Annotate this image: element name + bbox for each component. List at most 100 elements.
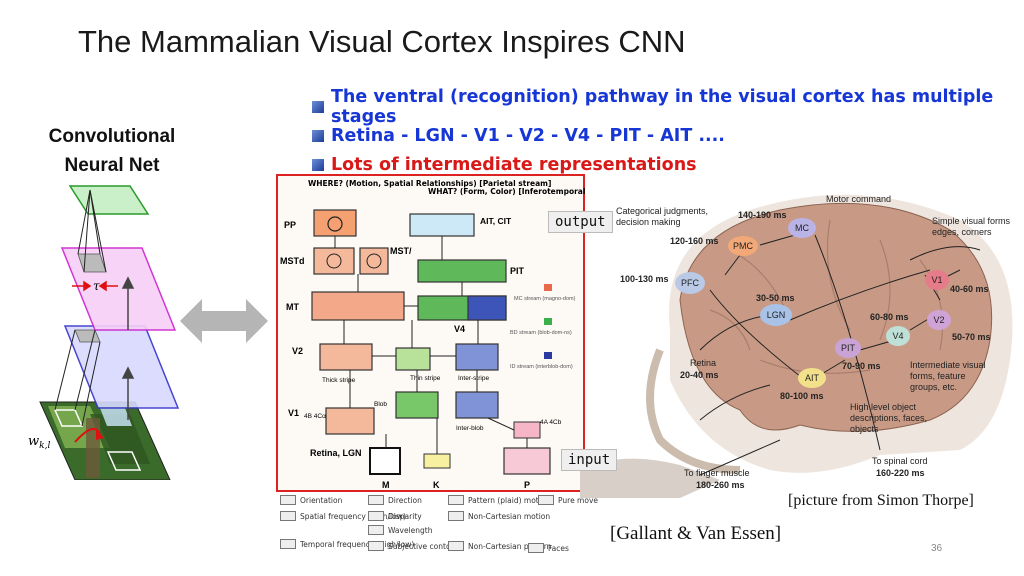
timing-v1: 40-60 ms <box>950 284 989 294</box>
stream-bd: BD stream (blob-dom-ns) <box>510 330 572 336</box>
subjective-contour-icon <box>368 541 384 551</box>
spatial-frequency-icon <box>280 511 296 521</box>
legend-text: Disparity <box>388 511 422 521</box>
plaid-icon <box>448 495 464 505</box>
area-v2: V2 <box>292 346 303 356</box>
label-to-finger: To finger muscle <box>684 468 750 478</box>
cnn-label-line1: Convolutional <box>48 126 176 147</box>
legend-item: Subjective contour <box>368 541 458 551</box>
label-blob: Blob <box>374 401 387 408</box>
disparity-icon <box>368 511 384 521</box>
label-thin-stripe: Thin stripe <box>410 375 441 382</box>
diagram-legend: Orientation Direction Pattern (plaid) mo… <box>278 493 598 573</box>
legend-item: Orientation <box>280 495 342 505</box>
legend-text: Wavelength <box>388 525 433 535</box>
label-p: P <box>524 480 530 490</box>
legend-text: Subjective contour <box>388 541 459 551</box>
credit-thorpe: [picture from Simon Thorpe] <box>788 492 974 509</box>
area-pp: PP <box>284 220 296 230</box>
legend-text: Faces <box>548 543 569 553</box>
timing-pfc: 100-130 ms <box>620 274 669 284</box>
legend-item: Direction <box>368 495 422 505</box>
what-title: WHAT? (Form, Color) [Inferotemporal stre… <box>428 187 587 196</box>
legend-text: Spatial frequency (high/low) <box>300 511 406 521</box>
legend-text: Non-Cartesian pattern <box>468 541 552 551</box>
area-mstd: MSTd <box>280 256 305 266</box>
faces-icon <box>528 543 544 553</box>
legend-item: Temporal frequency (high/low) <box>280 539 414 549</box>
legend-item: Non-Cartesian pattern <box>448 541 551 551</box>
temporal-frequency-icon <box>280 539 296 549</box>
timing-pmc: 120-160 ms <box>670 236 719 246</box>
stream-id: ID stream (interblob-dom) <box>510 364 573 370</box>
area-v4: V4 <box>454 324 465 334</box>
brain-node-v4: V4 <box>886 326 910 346</box>
legend-item: Non-Cartesian motion <box>448 511 550 521</box>
bullet-text: The ventral (recognition) pathway in the… <box>331 86 994 127</box>
timing-retina: 20-40 ms <box>680 370 719 380</box>
legend-text: Temporal frequency (high/low) <box>300 539 415 549</box>
weight-label: wk,l <box>28 434 50 451</box>
legend-text: Pattern (plaid) motion <box>468 495 551 505</box>
green-feature-layer <box>68 185 150 215</box>
label-motor-command: Motor command <box>826 194 892 204</box>
bullet-item: Lots of intermediate representations <box>312 150 1024 179</box>
orientation-icon <box>280 495 296 505</box>
timing-pit: 70-90 ms <box>842 361 881 371</box>
legend-text: Pure move <box>558 495 599 505</box>
area-mt: MT <box>286 302 299 312</box>
pure-move-icon <box>538 495 554 505</box>
brain-node-v1: V1 <box>925 270 949 290</box>
legend-item: Wavelength <box>368 525 433 535</box>
label-thick-stripe: Thick stripe <box>322 377 356 384</box>
magenta-feature-layer <box>60 247 177 331</box>
input-image-layer <box>39 401 171 480</box>
brain-node-v2: V2 <box>927 310 951 330</box>
brain-node-pmc: PMC <box>728 236 758 256</box>
bullet-square-icon <box>312 158 324 171</box>
label-interblob: Inter-blob <box>456 425 484 432</box>
label-k: K <box>433 480 440 490</box>
bullet-square-icon <box>312 129 324 142</box>
legend-item: Pure move <box>538 495 598 505</box>
legend-item: Pattern (plaid) motion <box>448 495 550 505</box>
brain-node-mc: MC <box>788 218 816 238</box>
where-title: WHERE? (Motion, Spatial Relationships) [… <box>308 179 551 188</box>
bullet-text: Lots of intermediate representations <box>331 154 697 175</box>
tau-label: τ <box>93 279 100 293</box>
timing-v2: 50-70 ms <box>952 332 991 342</box>
non-cartesian-pattern-icon <box>448 541 464 551</box>
brain-node-lgn: LGN <box>760 304 792 326</box>
visual-pathway-diagram: WHERE? (Motion, Spatial Relationships) [… <box>276 174 587 492</box>
label-4a-4cb: 4A 4Cb <box>540 419 562 426</box>
timing-ait: 80-100 ms <box>780 391 824 401</box>
legend-item: Spatial frequency (high/low) <box>280 511 406 521</box>
brain-node-ait: AIT <box>798 368 826 388</box>
slide-title: The Mammalian Visual Cortex Inspires CNN <box>78 24 686 59</box>
label-retina: Retina <box>690 358 717 368</box>
cnn-label: Convolutional Neural Net <box>32 122 192 180</box>
label-inter-stripe: Inter-stripe <box>458 375 489 382</box>
label-categorical: Categorical judgments, decision making <box>616 206 709 227</box>
label-high-level: High level object descriptions, faces, o… <box>850 402 928 434</box>
bullet-item: The ventral (recognition) pathway in the… <box>312 87 1024 127</box>
timing-to-spinal: 160-220 ms <box>876 468 925 478</box>
area-ait-cit: AIT, CIT <box>480 216 512 226</box>
stream-mc: MC stream (magno-dom) <box>514 296 576 302</box>
non-cartesian-motion-icon <box>448 511 464 521</box>
timing-mc: 140-190 ms <box>738 210 787 220</box>
area-mstl: MST/ <box>390 246 412 256</box>
legend-item: Faces <box>528 543 569 553</box>
timing-v4: 60-80 ms <box>870 312 909 322</box>
area-v1: V1 <box>288 408 299 418</box>
output-tag: output <box>548 211 613 233</box>
cnn-label-line2: Neural Net <box>64 155 160 176</box>
label-4b-4c: 4B 4Cα <box>304 413 326 420</box>
label-simple-visual: Simple visual forms edges, corners <box>932 216 1011 237</box>
label-m: M <box>382 480 390 490</box>
brain-node-pit: PIT <box>835 338 861 358</box>
page-number: 36 <box>931 543 943 554</box>
bullet-square-icon <box>312 100 324 113</box>
bullet-list: The ventral (recognition) pathway in the… <box>312 87 1024 179</box>
brain-illustration: PFC PMC MC LGN V1 V2 V4 PIT AIT Motor co… <box>580 180 1024 500</box>
